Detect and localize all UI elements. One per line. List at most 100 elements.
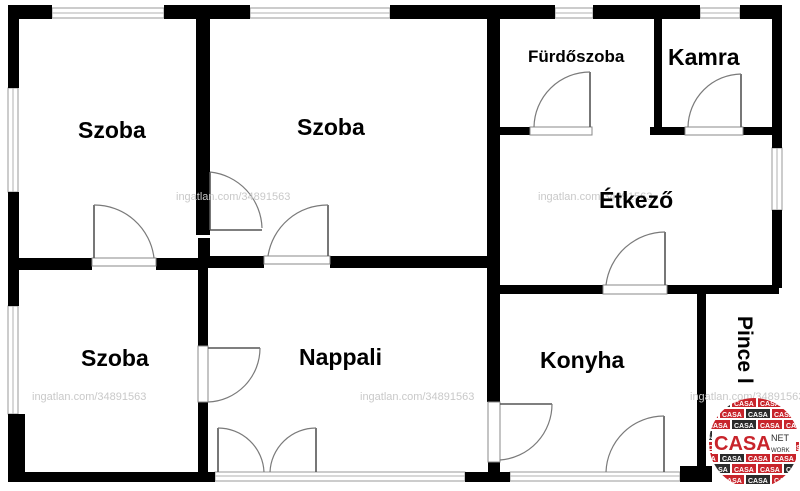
logo-tile-text: CASA (748, 478, 768, 485)
door (487, 401, 553, 463)
logo-tile (720, 475, 744, 484)
logo-tile-text: CASA (722, 456, 742, 463)
logo-tile (709, 464, 730, 473)
logo-tile (772, 409, 796, 418)
door (91, 204, 157, 267)
watermark-text: ingatlan.com/34891563 (690, 391, 800, 403)
room-label-nappali: Nappali (299, 344, 382, 370)
logo-tile-text: CASA (722, 412, 742, 419)
logo-tile (758, 420, 782, 429)
room-label-szoba: Szoba (78, 117, 146, 143)
watermark-text: ingatlan.com/34891563 (32, 391, 146, 403)
wall (772, 210, 782, 288)
logo-tile (720, 453, 744, 462)
logo-tile-text: CASA (708, 467, 728, 474)
logo-tile (732, 464, 756, 473)
wall (740, 5, 780, 19)
room-label-furdoszoba: Fürdőszoba (528, 47, 625, 66)
room-label-pince: Pince l (733, 316, 756, 384)
wall (208, 256, 264, 268)
logo-tile (732, 398, 756, 407)
wall (8, 472, 215, 482)
logo-tile-text: CASA (760, 467, 780, 474)
wall (8, 192, 19, 306)
doors (91, 71, 744, 473)
watermark-text: ingatlan.com/34891563 (360, 391, 474, 403)
watermark-text: ingatlan.com/34891563 (538, 191, 652, 203)
logo-tile-text: CASA (734, 423, 754, 430)
room-label-szoba: Szoba (81, 345, 149, 371)
watermarks: ingatlan.com/34891563 ingatlan.com/34891… (32, 191, 800, 403)
wall (8, 414, 25, 482)
logo-tile-text: CASA (722, 478, 742, 485)
logo-tile (784, 420, 799, 429)
wall (743, 127, 778, 135)
door (209, 171, 263, 231)
wall (772, 5, 782, 148)
door (602, 231, 668, 295)
logo-tile-text: CASA (708, 423, 728, 430)
logo-tile-text: CASA (748, 456, 768, 463)
logo-tile-text: CASA (760, 401, 780, 408)
wall (680, 466, 712, 482)
wall (487, 10, 500, 280)
watermark-text: ingatlan.com/34891563 (176, 191, 290, 203)
logo-tile-text: CASA (696, 456, 716, 463)
walls (8, 5, 782, 482)
logo-tile-text: CASA (734, 401, 754, 408)
logo-tile-text: CASA (774, 412, 794, 419)
logo-tile-text: CASA (774, 478, 794, 485)
wall (487, 280, 500, 402)
wall (495, 127, 530, 135)
logo-tile (709, 420, 730, 429)
wall (8, 5, 19, 88)
door (684, 73, 744, 136)
door (605, 415, 665, 473)
wall (390, 5, 555, 19)
wall (198, 266, 208, 346)
logo-tile (732, 420, 756, 429)
wall (654, 10, 662, 130)
door (197, 345, 261, 403)
logo-tile-text: CASA (748, 412, 768, 419)
logo-tile (746, 453, 770, 462)
logo-tile (758, 464, 782, 473)
wall (198, 238, 210, 266)
wall (330, 256, 490, 268)
wall (667, 285, 779, 294)
logo-tile (746, 409, 770, 418)
wall (198, 402, 208, 482)
door (217, 427, 317, 473)
logo-tile (709, 453, 718, 462)
wall (650, 127, 685, 135)
room-labels: Szoba Szoba Szoba Nappali Fürdőszoba Kam… (78, 44, 756, 384)
room-label-szoba: Szoba (297, 114, 365, 140)
logo-casa-text: CASA (714, 433, 771, 455)
room-label-konyha: Konyha (540, 347, 625, 373)
wall (488, 462, 500, 480)
logo-tile-text: CASA (760, 423, 780, 430)
logo-tile-text: CASA (774, 456, 794, 463)
logo-tile-text: CASA (734, 467, 754, 474)
logo-tile-text: CASA (786, 423, 800, 430)
logo-tile (758, 398, 782, 407)
wall (495, 285, 603, 294)
wall (8, 258, 92, 270)
logo-work-text: WORK (771, 448, 790, 454)
wall (465, 472, 510, 482)
logo-tile (720, 409, 744, 418)
logo-tile (746, 475, 770, 484)
door (529, 71, 593, 136)
windows (7, 7, 783, 482)
room-label-etkezo: Étkező (599, 186, 673, 213)
wall (156, 258, 200, 270)
room-label-kamra: Kamra (668, 44, 740, 70)
logo-tile (772, 453, 796, 462)
logo-tile-text: CASA (786, 467, 800, 474)
logo-net-text: NET (771, 433, 790, 443)
wall (697, 290, 706, 476)
wall (593, 5, 700, 19)
wall (196, 10, 210, 235)
door (263, 204, 331, 265)
